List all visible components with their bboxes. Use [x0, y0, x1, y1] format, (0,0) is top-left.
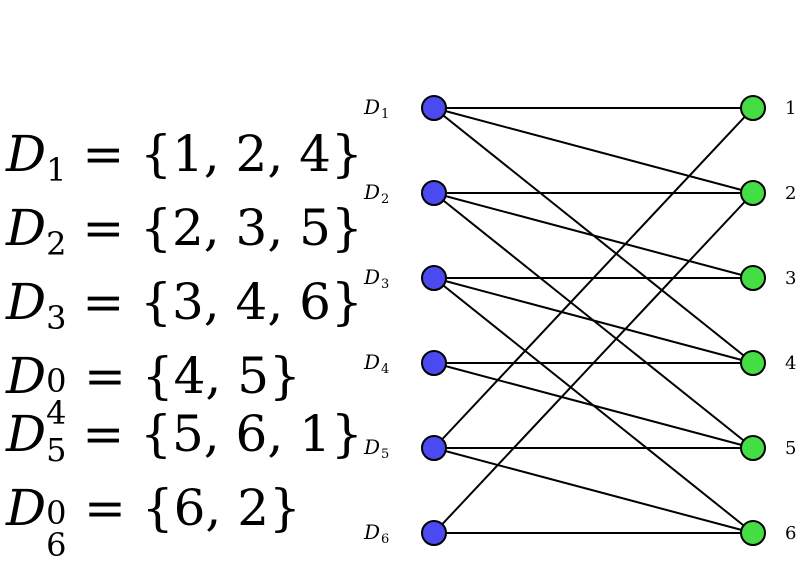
right-node-1 — [740, 95, 766, 121]
right-node-label: 4 — [785, 353, 796, 374]
edge-d5-6 — [433, 447, 754, 534]
edge-d2-3 — [433, 192, 754, 279]
edge-d6-2 — [433, 192, 754, 534]
left-node-label: D6 — [363, 520, 389, 547]
label-subscript: 3 — [381, 277, 389, 292]
eq-superscript: 0 — [46, 362, 67, 400]
label-letter: D — [363, 350, 380, 374]
right-node-label: 2 — [785, 183, 796, 204]
equation-d3: D3 = {3, 4, 6} — [6, 273, 363, 347]
left-node-label: D5 — [363, 435, 389, 462]
right-node-6 — [740, 520, 766, 546]
right-node-label: 1 — [785, 98, 796, 119]
label-letter: D — [363, 435, 380, 459]
eq-subscript: 5 — [46, 431, 67, 469]
edge-d1-2 — [433, 107, 754, 194]
left-node-label: D4 — [363, 350, 389, 377]
left-node-d4 — [421, 350, 447, 376]
eq-set: = {6, 2} — [84, 479, 301, 537]
eq-letter: D — [6, 405, 47, 463]
label-letter: D — [363, 265, 380, 289]
eq-letter: D — [6, 125, 47, 183]
label-subscript: 2 — [381, 192, 389, 207]
label-letter: D — [363, 520, 380, 544]
eq-set: = {3, 4, 6} — [82, 273, 363, 331]
eq-set: = {1, 2, 4} — [82, 125, 363, 183]
left-node-label: D3 — [363, 265, 389, 292]
edge-layer — [433, 107, 754, 534]
right-node-4 — [740, 350, 766, 376]
right-node-label: 5 — [785, 438, 796, 459]
equation-list: D1 = {1, 2, 4} D2 = {2, 3, 5} D3 = {3, 4… — [6, 125, 363, 564]
eq-subscript: 4 — [46, 394, 67, 432]
right-node-5 — [740, 435, 766, 461]
left-node-d1 — [421, 95, 447, 121]
left-node-label: D2 — [363, 180, 389, 207]
edge-d5-1 — [433, 107, 754, 449]
left-node-d2 — [421, 180, 447, 206]
right-node-label: 6 — [785, 523, 796, 544]
right-node-label: 3 — [785, 268, 796, 289]
label-letter: D — [363, 180, 380, 204]
eq-set: = {2, 3, 5} — [82, 199, 363, 257]
eq-letter: D — [6, 199, 47, 257]
left-node-label: D1 — [363, 95, 389, 122]
eq-subscript: 1 — [46, 151, 67, 189]
eq-set: = {5, 6, 1} — [82, 405, 363, 463]
edge-d4-5 — [433, 362, 754, 449]
equation-d1: D1 = {1, 2, 4} — [6, 125, 363, 199]
equation-d2: D2 = {2, 3, 5} — [6, 199, 363, 273]
eq-letter: D — [6, 479, 47, 537]
right-node-2 — [740, 180, 766, 206]
left-node-d3 — [421, 265, 447, 291]
label-subscript: 6 — [381, 532, 389, 547]
eq-subscript: 6 — [46, 526, 67, 564]
eq-set: = {4, 5} — [84, 347, 301, 405]
label-subscript: 5 — [381, 447, 389, 462]
eq-letter: D — [6, 347, 47, 405]
label-letter: D — [363, 95, 380, 119]
left-node-d5 — [421, 435, 447, 461]
eq-letter: D — [6, 273, 47, 331]
eq-superscript: 0 — [46, 494, 67, 532]
node-layer — [421, 95, 766, 546]
label-subscript: 1 — [381, 107, 389, 122]
right-node-3 — [740, 265, 766, 291]
edge-d3-4 — [433, 277, 754, 364]
equation-d5: D5 = {5, 6, 1} — [6, 405, 363, 479]
eq-subscript: 3 — [46, 299, 67, 337]
eq-subscript: 2 — [46, 225, 67, 263]
label-subscript: 4 — [381, 362, 389, 377]
left-node-d6 — [421, 520, 447, 546]
